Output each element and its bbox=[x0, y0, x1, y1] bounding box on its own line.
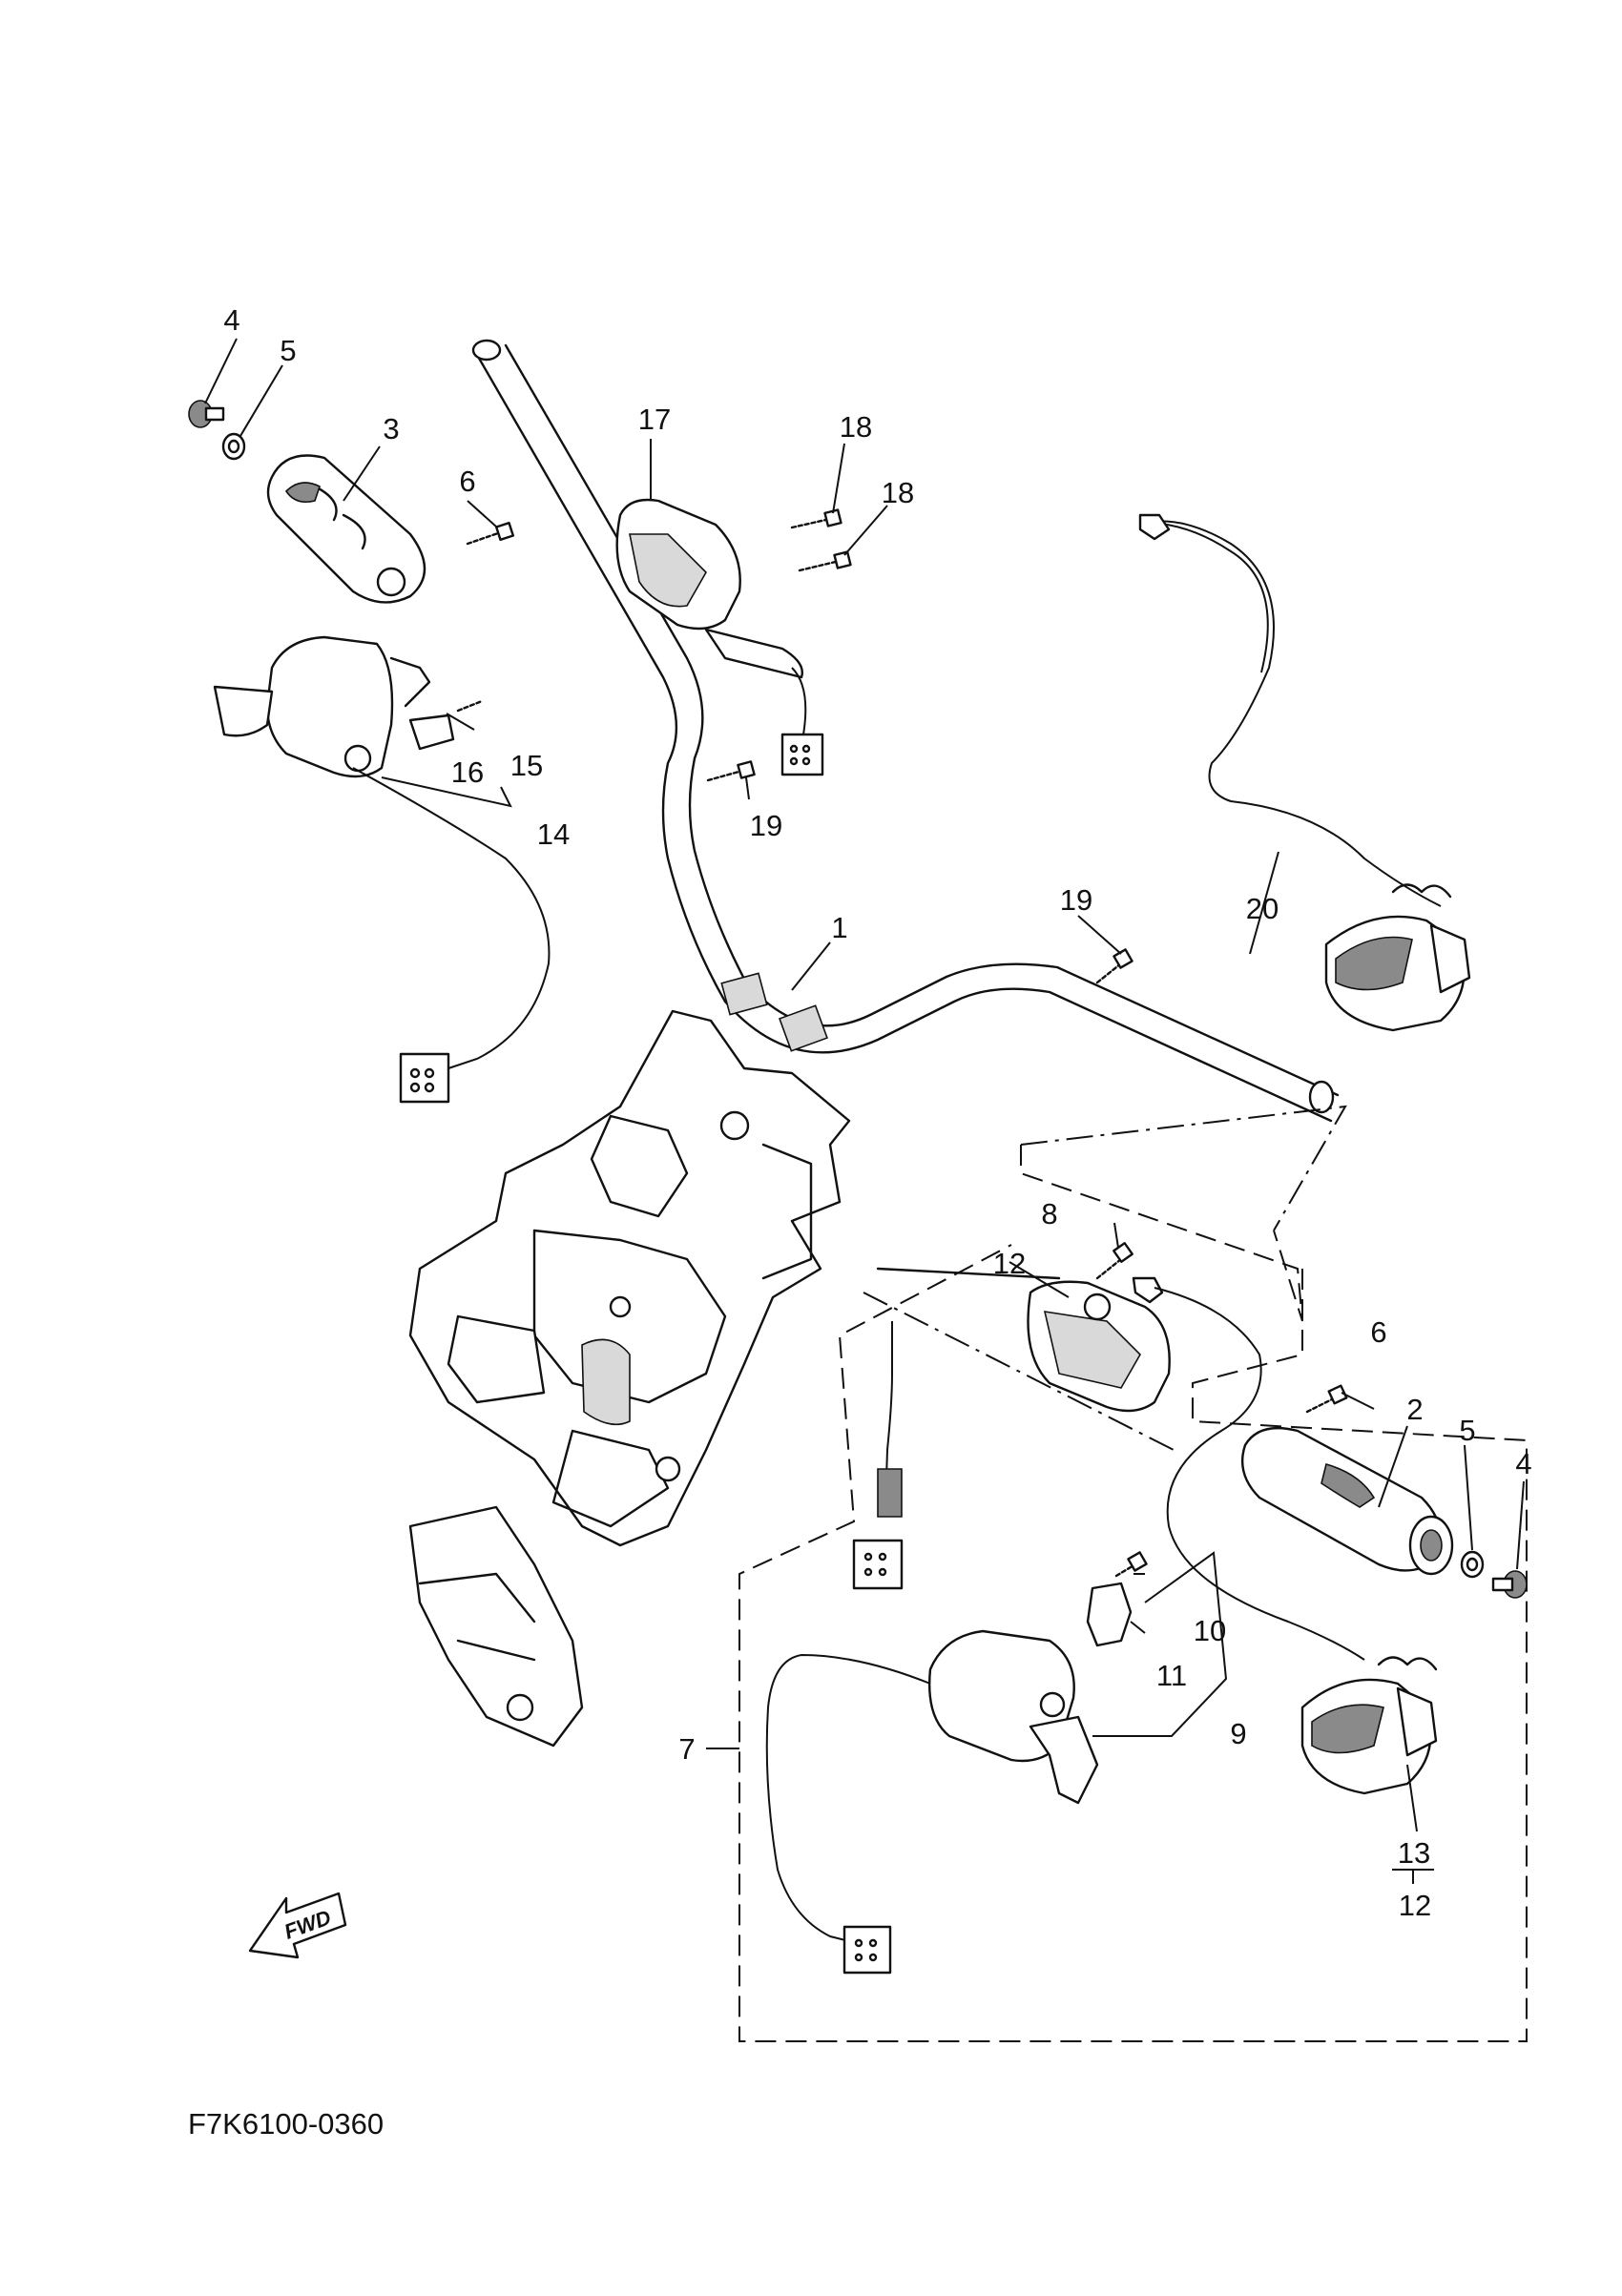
left-grip-screw bbox=[466, 521, 515, 546]
callout-4-right: 4 bbox=[1515, 1447, 1531, 1480]
callout-1: 1 bbox=[831, 911, 847, 944]
right-end-screw bbox=[1491, 1570, 1528, 1599]
callout-10: 10 bbox=[1194, 1614, 1226, 1647]
callout-8: 8 bbox=[1041, 1197, 1057, 1231]
bar-screw-left bbox=[706, 760, 756, 782]
steering-column bbox=[408, 1009, 851, 1748]
callout-12-upper: 12 bbox=[993, 1247, 1026, 1280]
callout-14: 14 bbox=[537, 817, 570, 851]
cover-screw-lower bbox=[798, 550, 852, 572]
right-lanyard-key bbox=[1300, 1656, 1438, 1795]
left-grip bbox=[266, 454, 426, 604]
callout-2: 2 bbox=[1406, 1393, 1423, 1426]
callout-15: 15 bbox=[510, 749, 543, 782]
handlebar bbox=[471, 339, 1340, 1123]
callout-19-lower: 19 bbox=[1060, 883, 1092, 917]
callout-19-upper: 19 bbox=[750, 809, 782, 842]
callout-3: 3 bbox=[383, 412, 399, 445]
right-washer bbox=[1460, 1550, 1485, 1579]
switch-box-cover bbox=[615, 498, 824, 776]
callout-11: 11 bbox=[1156, 1659, 1187, 1692]
left-throttle-housing bbox=[213, 635, 551, 1104]
fwd-arrow-icon: FWD bbox=[248, 1892, 347, 1959]
callout-13: 13 bbox=[1398, 1836, 1430, 1870]
cover-screw-upper bbox=[790, 508, 842, 529]
throttle-bracket bbox=[1086, 1551, 1148, 1647]
callout-20: 20 bbox=[1246, 892, 1279, 925]
callout-5-left: 5 bbox=[280, 334, 296, 367]
switch-box-screw bbox=[1095, 1242, 1133, 1280]
throttle-wire bbox=[852, 1321, 904, 1590]
leader-lines bbox=[204, 338, 1525, 1884]
callout-7: 7 bbox=[678, 1732, 695, 1766]
left-housing-bracket bbox=[408, 699, 484, 751]
bar-screw-right bbox=[1095, 948, 1133, 984]
callout-18-lower: 18 bbox=[882, 476, 914, 509]
callout-5-right: 5 bbox=[1459, 1414, 1475, 1447]
left-end-screw bbox=[188, 400, 225, 428]
left-washer bbox=[221, 432, 246, 461]
callout-6-right: 6 bbox=[1370, 1315, 1386, 1349]
callout-6-left: 6 bbox=[459, 465, 475, 498]
throttle-lever-assembly bbox=[765, 1629, 1099, 1975]
lanyard-cord bbox=[1138, 513, 1471, 1032]
callout-12-lower: 12 bbox=[1399, 1889, 1431, 1922]
right-grip bbox=[1240, 1427, 1454, 1576]
callout-18-upper: 18 bbox=[840, 410, 872, 444]
callout-9: 9 bbox=[1230, 1717, 1246, 1750]
callout-4-left: 4 bbox=[223, 303, 239, 337]
right-lanyard-clip bbox=[1132, 1276, 1365, 1661]
figure-code: F7K6100-0360 bbox=[188, 2107, 384, 2141]
throttle-switch-box bbox=[1027, 1280, 1171, 1413]
callout-17: 17 bbox=[638, 403, 671, 436]
right-grip-screw bbox=[1305, 1384, 1348, 1414]
callout-16: 16 bbox=[451, 755, 484, 789]
